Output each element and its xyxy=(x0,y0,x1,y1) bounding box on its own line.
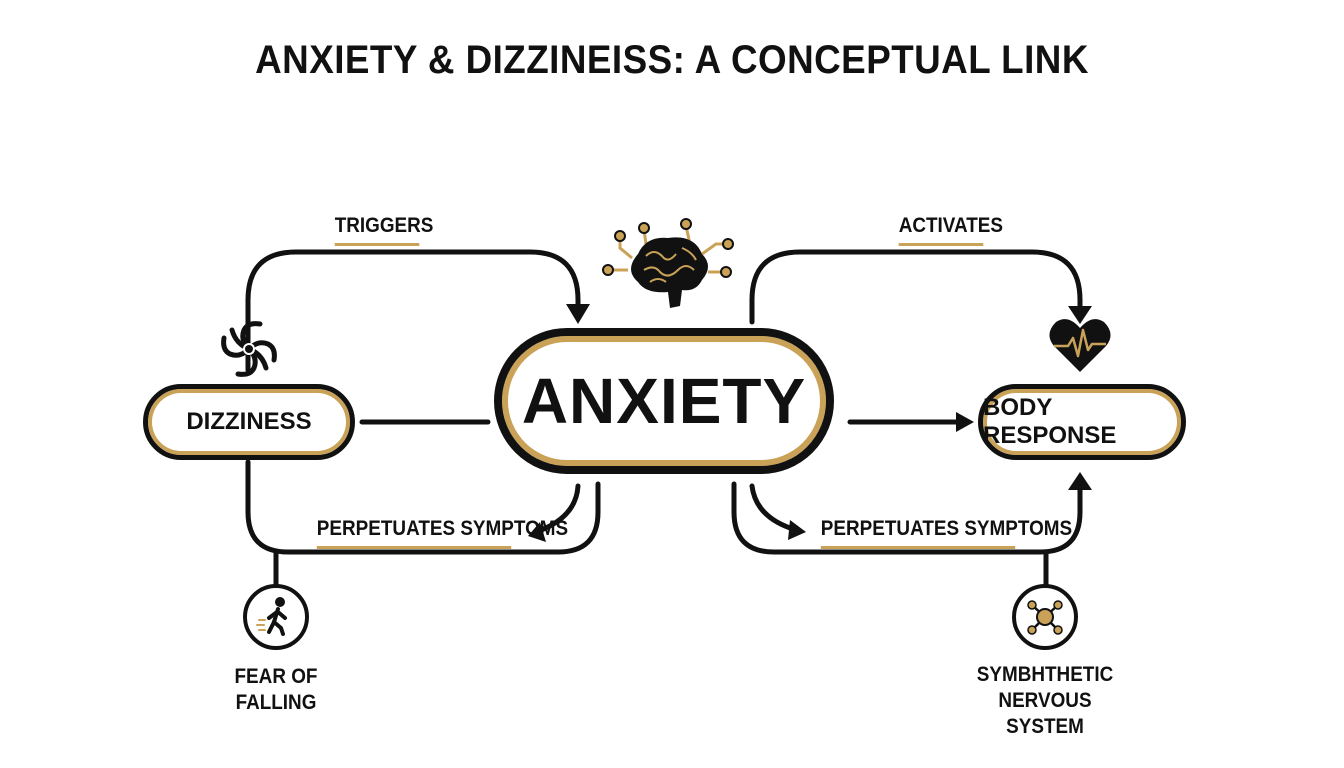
node-sympathetic-line1: SYMBHTHETIC xyxy=(976,663,1114,686)
triggers-arrowhead xyxy=(566,304,590,324)
diagram-title: ANXIETY & DIZZINEISS: A CONCEPTUAL LINK xyxy=(255,38,1089,82)
network-node-icon xyxy=(1027,600,1063,635)
perpetuates-right-connector xyxy=(731,481,1083,555)
spiral-icon xyxy=(221,321,277,377)
curve-right-arrowhead xyxy=(788,520,806,540)
curve-arrow-right xyxy=(749,483,799,533)
triggers-connector xyxy=(245,249,581,373)
bottom-right-arrowhead xyxy=(1068,472,1092,490)
node-body-response: BODY RESPONSE xyxy=(978,384,1186,460)
node-fear-of-falling-label: FEAR OF FALLING xyxy=(234,665,318,714)
nervous-icon-circle xyxy=(1012,584,1078,650)
node-sympathetic-line2: NERVOUS SYSTEM xyxy=(998,689,1092,738)
edge-label-activates: ACTIVATES xyxy=(899,214,1003,246)
brain-circuit-icon xyxy=(602,218,734,308)
falling-person-icon xyxy=(256,597,287,636)
fear-icon-circle xyxy=(243,584,309,650)
heartbeat-icon xyxy=(1049,319,1111,372)
edge-label-triggers: TRIGGERS xyxy=(335,214,434,246)
node-sympathetic-label: SYMBHTHETIC NERVOUS SYSTEM xyxy=(960,662,1131,740)
node-body-response-label: BODY RESPONSE xyxy=(983,394,1117,449)
edge-label-perpetuates-right: PERPETUATES SYMPTOMS xyxy=(821,517,1072,549)
perpetuates-left-connector xyxy=(245,459,601,555)
node-anxiety-label: ANXIETY xyxy=(521,365,807,437)
node-anxiety: ANXIETY xyxy=(494,328,834,474)
activates-arrowhead xyxy=(1068,306,1092,324)
edge-label-perpetuates-left: PERPETUATES SYMPTOMS xyxy=(317,517,568,549)
node-dizziness-label: DIZZINESS xyxy=(186,408,312,435)
node-dizziness: DIZZINESS xyxy=(143,384,355,460)
activates-connector xyxy=(749,249,1083,325)
middle-right-arrowhead xyxy=(956,412,974,432)
